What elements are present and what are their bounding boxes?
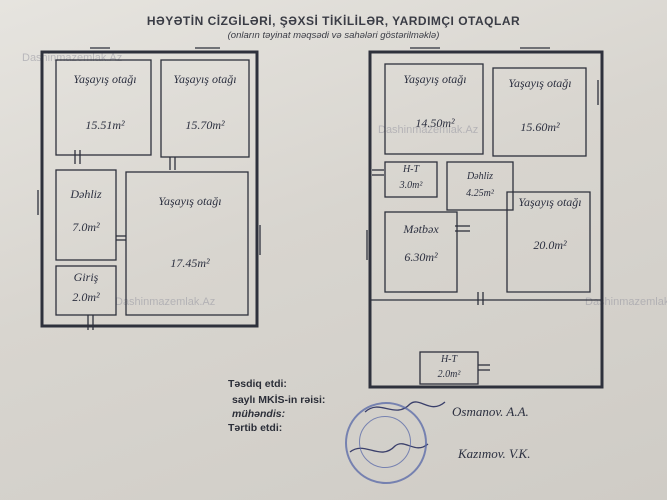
room-name: Yaşayış otağı — [508, 76, 572, 90]
room-outline — [419, 351, 479, 385]
room-area: 7.0m² — [72, 220, 100, 234]
drawer-name: Kazımov. V.K. — [458, 446, 531, 461]
watermark: Dashinmazemlak.Az — [585, 296, 667, 308]
room-outline — [384, 63, 484, 155]
room-area: 2.0m² — [72, 290, 100, 304]
room-name: Dəhliz — [466, 171, 494, 182]
document-subtitle: (onların təyinat məqsədi və sahələri gös… — [227, 30, 440, 41]
room-area: 4.25m² — [466, 188, 494, 199]
right-floor-plan — [366, 47, 604, 389]
room-outline — [492, 67, 587, 157]
room-name: Yaşayış otağı — [173, 72, 237, 86]
watermark: Dashinmazemlak.Az — [22, 52, 123, 64]
watermark: Dashinmazemlak.Az — [378, 124, 479, 136]
engineer-name: Osmanov. A.A. — [452, 404, 529, 419]
room-name: H-T — [402, 164, 420, 175]
room-area: 15.60m² — [520, 120, 560, 134]
official-stamp — [345, 402, 427, 484]
room-name: Giriş — [73, 270, 99, 284]
approved-label: Təsdiq etdi: — [228, 378, 287, 390]
room-name: Yaşayış otağı — [158, 194, 222, 208]
room-name: Dəhliz — [70, 187, 102, 201]
room-outline — [506, 191, 591, 293]
room-name: H-T — [440, 354, 458, 365]
engineer-label: mühəndis: — [232, 408, 286, 420]
room-area: 20.0m² — [533, 238, 567, 252]
room-name: Yaşayış otağı — [403, 72, 467, 86]
room-area: 2.0m² — [437, 369, 461, 380]
room-area: 15.51m² — [85, 118, 125, 132]
room-name: Yaşayış otağı — [518, 195, 582, 209]
room-area: 3.0m² — [399, 180, 423, 191]
room-outline — [160, 59, 250, 158]
right-plan-outline — [368, 50, 604, 389]
room-area: 14.50m² — [415, 116, 455, 130]
room-outline — [125, 171, 249, 316]
room-area: 17.45m² — [170, 256, 210, 270]
watermark: Dashinmazemlak.Az — [115, 296, 216, 308]
room-area: 15.70m² — [185, 118, 225, 132]
room-outline — [446, 161, 514, 211]
mkis-head-label: saylı MKİS-in rəisi: — [232, 394, 326, 406]
room-name: Yaşayış otağı — [73, 72, 137, 86]
left-floor-plan — [37, 47, 261, 330]
room-name: Mətbəx — [403, 222, 439, 236]
document-title: HƏYƏTİN CİZGİLƏRİ, ŞƏXSİ TİKİLİLƏR, YARD… — [146, 14, 521, 28]
drawn-by-label: Tərtib etdi: — [228, 422, 283, 434]
room-outline — [384, 161, 438, 198]
room-area: 6.30m² — [404, 250, 438, 264]
left-plan-outline — [40, 50, 259, 328]
room-outline — [55, 169, 117, 261]
room-outline — [55, 59, 152, 156]
room-outline — [55, 265, 117, 316]
